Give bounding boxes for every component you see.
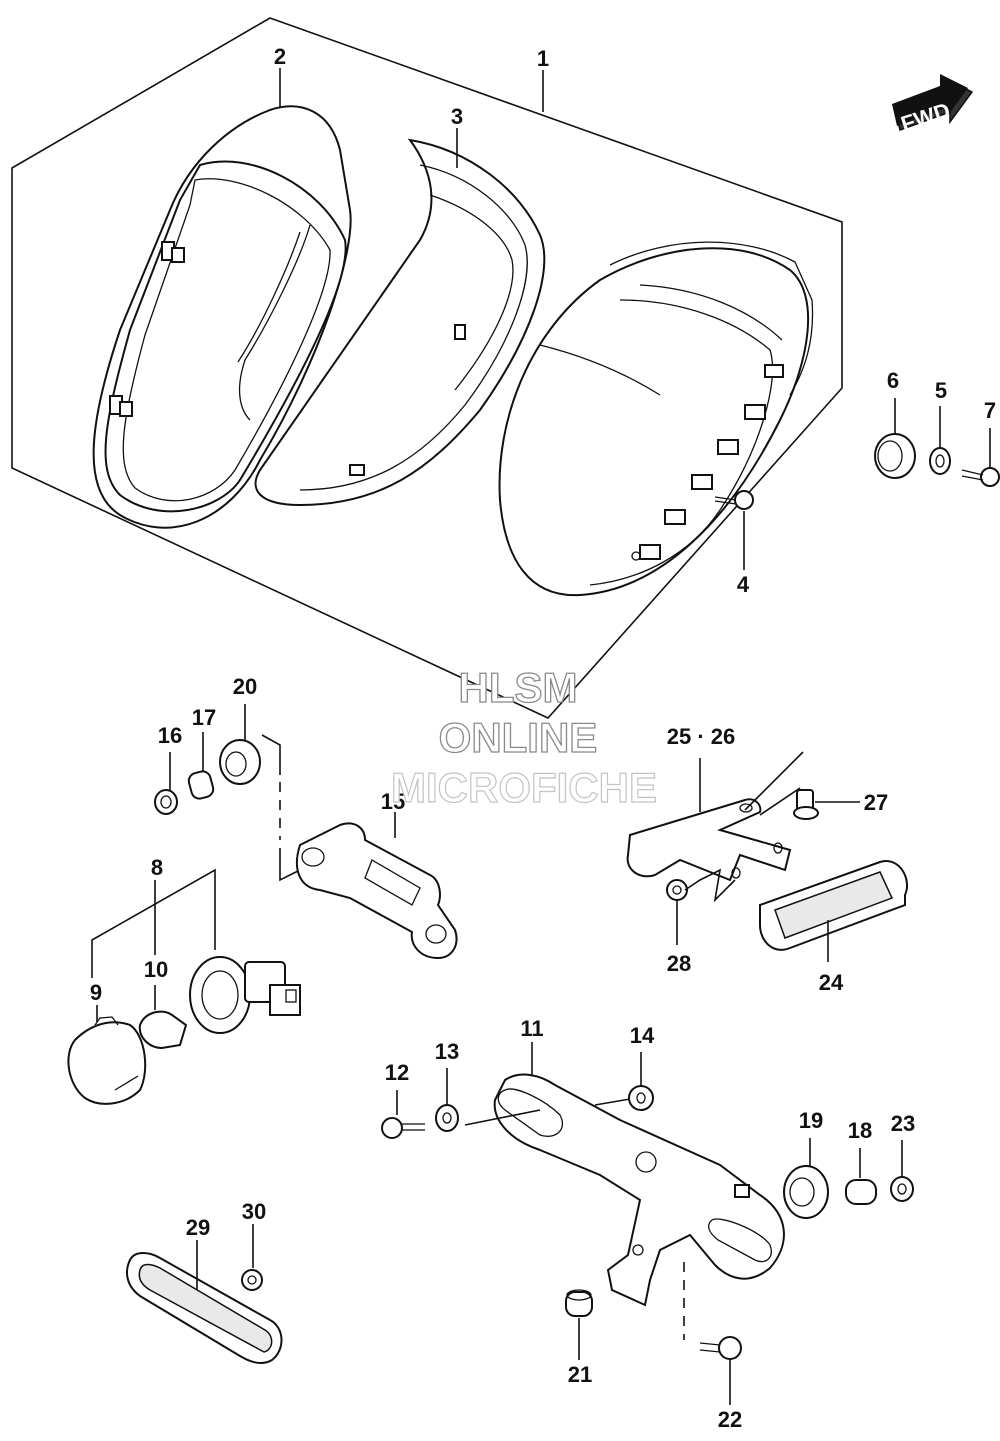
part-21-collar — [565, 1289, 593, 1360]
assembly-boundary-box — [11, 17, 843, 719]
group-line-8-9 — [91, 868, 216, 978]
callout-24: 24 — [819, 970, 844, 995]
part-3-gasket — [254, 138, 546, 507]
callout-30: 30 — [242, 1199, 266, 1224]
part-10-bulb — [138, 985, 188, 1050]
callout-3: 3 — [451, 104, 463, 129]
callout-18: 18 — [848, 1118, 872, 1143]
callout-7: 7 — [984, 398, 996, 423]
part-5-washer — [929, 406, 951, 475]
callout-5: 5 — [935, 378, 947, 403]
callout-22: 22 — [718, 1407, 742, 1432]
callout-10: 10 — [144, 957, 168, 982]
part-28-nut — [666, 868, 736, 945]
part-18-collar — [845, 1148, 877, 1205]
part-14-nut — [628, 1052, 654, 1111]
part-12-bolt — [381, 1090, 425, 1139]
callout-23: 23 — [891, 1111, 915, 1136]
callout-4: 4 — [737, 572, 750, 597]
callout-13: 13 — [435, 1039, 459, 1064]
watermark-line-1: HLSM — [459, 664, 578, 711]
callout-17: 17 — [192, 705, 216, 730]
part-13-washer — [435, 1068, 459, 1132]
part-4-screw — [714, 490, 754, 570]
part-6-grommet — [874, 398, 916, 479]
callout-29: 29 — [186, 1215, 210, 1240]
callout-8: 8 — [151, 855, 163, 880]
part-19-grommet — [783, 1138, 829, 1219]
watermark-line-2: ONLINE — [439, 714, 598, 761]
part-11-main-bracket — [493, 1042, 785, 1307]
callout-6: 6 — [887, 368, 899, 393]
callout-27: 27 — [864, 790, 888, 815]
callout-21: 21 — [568, 1362, 592, 1387]
callout-25-26: 25 · 26 — [667, 724, 736, 749]
callout-2: 2 — [274, 44, 286, 69]
callout-14: 14 — [630, 1023, 655, 1048]
part-29-reflector — [126, 1240, 283, 1364]
watermark: HLSM ONLINE MICROFICHE — [390, 663, 657, 811]
part-22-bolt — [699, 1336, 742, 1405]
watermark-line-3: MICROFICHE — [391, 764, 657, 811]
fwd-direction-badge: FWD — [892, 74, 974, 137]
part-17-collar — [187, 732, 215, 800]
part-24-reflector — [759, 860, 908, 962]
part-25-26-bracket — [626, 751, 804, 882]
part-8-socket — [189, 956, 301, 1034]
part-7-screw — [961, 428, 1000, 487]
part-30-nut — [241, 1224, 263, 1291]
callout-20: 20 — [233, 674, 257, 699]
part-15-bracket — [295, 822, 458, 960]
callout-9: 9 — [90, 980, 102, 1005]
callout-19: 19 — [799, 1108, 823, 1133]
part-27-bolt — [793, 789, 860, 820]
callout-11: 11 — [520, 1016, 543, 1041]
callout-1: 1 — [537, 46, 549, 71]
callout-16: 16 — [158, 723, 182, 748]
lamp-body — [498, 241, 814, 597]
part-20-grommet — [219, 704, 261, 785]
callout-15: 15 — [381, 789, 405, 814]
part-9-lens — [67, 1005, 147, 1105]
callout-28: 28 — [667, 951, 691, 976]
part-2-lens-housing — [92, 105, 352, 529]
part-23-nut — [890, 1140, 914, 1202]
callout-12: 12 — [385, 1060, 409, 1085]
part-16-nut — [154, 752, 178, 815]
